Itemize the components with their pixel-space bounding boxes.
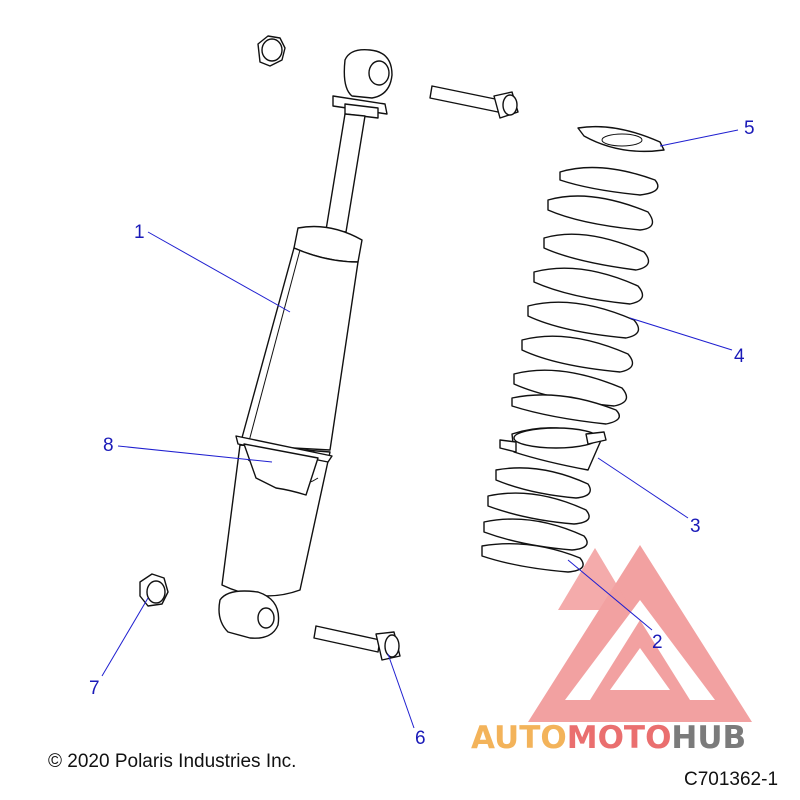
leader-6 [387, 653, 415, 729]
automotohub-watermark: AUTOMOTOHUB [471, 545, 752, 756]
callout-4: 4 [734, 346, 745, 367]
top-nut-part [257, 35, 286, 67]
spring-retainer-part [577, 125, 665, 153]
watermark-word-hub: HUB [671, 720, 746, 756]
leader-1 [147, 231, 291, 313]
leader-3 [597, 457, 689, 519]
shock-absorber-part [218, 49, 393, 639]
spring-collar-part [235, 435, 333, 496]
callout-8: 8 [103, 435, 114, 456]
callout-3: 3 [690, 516, 701, 537]
main-spring-part [511, 166, 659, 425]
leader-4 [629, 317, 733, 351]
callout-6: 6 [415, 728, 426, 749]
secondary-spring-part [481, 467, 591, 573]
callout-5: 5 [744, 118, 755, 139]
bottom-nut-part [139, 573, 169, 607]
spring-adapter-part [499, 427, 607, 471]
callout-1: 1 [134, 222, 145, 243]
part-code: C701362-1 [684, 769, 778, 790]
leader-7 [101, 597, 149, 677]
svg-text:AUTOMOTOHUB: AUTOMOTOHUB [471, 720, 746, 756]
watermark-word-auto: AUTO [471, 720, 567, 756]
callout-7: 7 [89, 678, 100, 699]
leader-2 [567, 559, 653, 631]
callout-labels: 1 2 3 4 5 6 7 8 [89, 118, 755, 749]
watermark-word-moto: MOTO [567, 720, 672, 756]
callout-leaders [101, 129, 739, 729]
leader-5 [659, 129, 739, 147]
bottom-bolt-part [313, 625, 401, 661]
top-bolt-part [429, 85, 519, 119]
copyright-notice: © 2020 Polaris Industries Inc. [48, 751, 296, 772]
leader-8 [117, 445, 273, 463]
watermark-triangle-icon [528, 545, 752, 722]
callout-2: 2 [652, 632, 663, 653]
